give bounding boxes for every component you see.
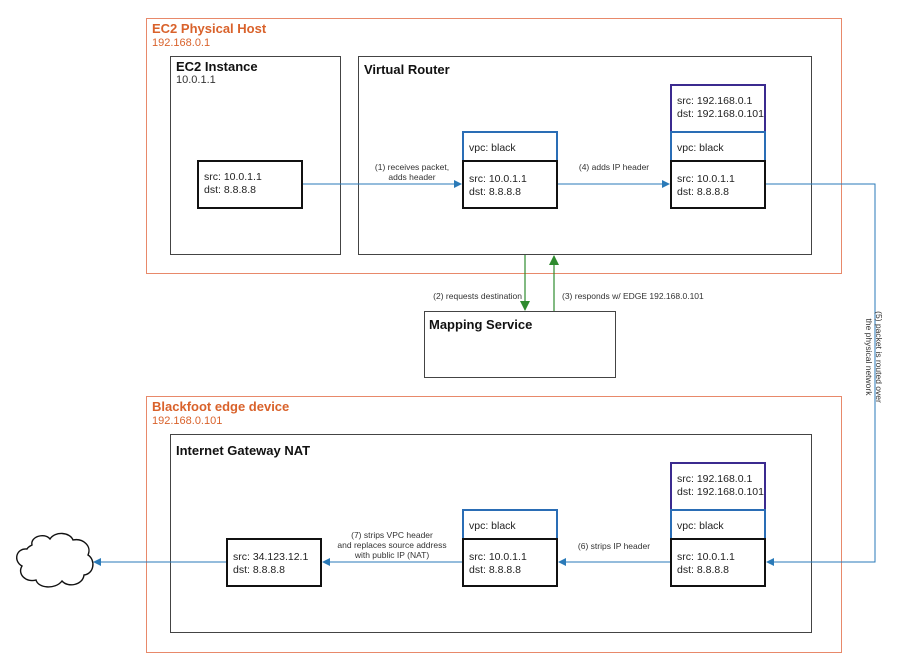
inner-packet: src: 10.0.1.1 dst: 8.8.8.8 — [670, 538, 766, 587]
virtual-router-title: Virtual Router — [364, 62, 450, 77]
outer-src: src: 192.168.0.1 — [677, 473, 753, 485]
step-2-label: (2) requests destination — [433, 291, 522, 301]
edge-device-host — [146, 396, 842, 653]
inner-packet: src: 10.0.1.1 dst: 8.8.8.8 — [670, 160, 766, 209]
instance-packet: src: 10.0.1.1 dst: 8.8.8.8 — [197, 160, 303, 209]
internet-cloud-icon — [16, 532, 94, 588]
step-7-label: (7) strips VPC header — [351, 530, 433, 540]
ec2-host-title: EC2 Physical Host — [152, 21, 267, 36]
step-6-label: (6) strips IP header — [577, 541, 651, 551]
flow-arrow-5 — [766, 183, 876, 566]
inner-packet: src: 10.0.1.1 dst: 8.8.8.8 — [462, 538, 558, 587]
step-1-label: (1) receives packet, — [374, 162, 450, 172]
ec2-host-ip: 192.168.0.1 — [152, 37, 211, 49]
nat-packet: src: 34.123.12.1 dst: 8.8.8.8 — [226, 538, 322, 587]
step-1-label-2: adds header — [388, 172, 436, 182]
vpc-label: vpc: black — [677, 520, 724, 532]
packet-dst: dst: 8.8.8.8 — [469, 186, 521, 198]
packet-src: src: 10.0.1.1 — [469, 551, 527, 563]
ec2-instance-title: EC2 Instance — [176, 59, 258, 74]
packet-dst: dst: 8.8.8.8 — [677, 186, 729, 198]
outer-src: src: 192.168.0.1 — [677, 95, 753, 107]
virtual-router-group — [358, 56, 812, 255]
mapping-service — [424, 311, 616, 378]
mapping-service-title: Mapping Service — [429, 317, 533, 332]
vpc-header: vpc: black — [462, 131, 558, 162]
step-4-label: (4) adds IP header — [578, 162, 650, 172]
packet-dst: dst: 8.8.8.8 — [204, 184, 256, 196]
igw-nat-group — [170, 434, 812, 633]
ip-header: src: 192.168.0.1 dst: 192.168.0.101 — [670, 462, 766, 511]
inner-packet: src: 10.0.1.1 dst: 8.8.8.8 — [462, 160, 558, 209]
vpc-label: vpc: black — [677, 142, 724, 154]
ec2-physical-host — [146, 18, 842, 274]
packet-src: src: 10.0.1.1 — [677, 551, 735, 563]
step-5-line-1: (5) packet is routed over — [874, 311, 884, 403]
packet-src: src: 10.0.1.1 — [469, 173, 527, 185]
vpc-label: vpc: black — [469, 142, 516, 154]
step-7-label-2: and replaces source address — [337, 540, 447, 550]
edge-host-ip: 192.168.0.101 — [152, 415, 223, 427]
ec2-instance-ip: 10.0.1.1 — [176, 74, 216, 86]
packet-src: src: 10.0.1.1 — [677, 173, 735, 185]
packet-src: src: 10.0.1.1 — [204, 171, 262, 183]
igw-nat-title: Internet Gateway NAT — [176, 443, 311, 458]
packet-src: src: 34.123.12.1 — [233, 551, 309, 563]
ec2-instance-group — [170, 56, 341, 255]
step-7-label-3: with public IP (NAT) — [354, 550, 430, 560]
packet-dst: dst: 8.8.8.8 — [469, 564, 521, 576]
vpc-label: vpc: black — [469, 520, 516, 532]
packet-dst: dst: 8.8.8.8 — [677, 564, 729, 576]
outer-dst: dst: 192.168.0.101 — [677, 108, 764, 120]
outer-dst: dst: 192.168.0.101 — [677, 486, 764, 498]
edge-host-title: Blackfoot edge device — [152, 399, 290, 414]
packet-dst: dst: 8.8.8.8 — [233, 564, 285, 576]
step-5-line-2: the physical network — [864, 318, 874, 396]
ip-header: src: 192.168.0.1 dst: 192.168.0.101 — [670, 84, 766, 133]
step-3-label: (3) responds w/ EDGE 192.168.0.101 — [562, 291, 704, 301]
